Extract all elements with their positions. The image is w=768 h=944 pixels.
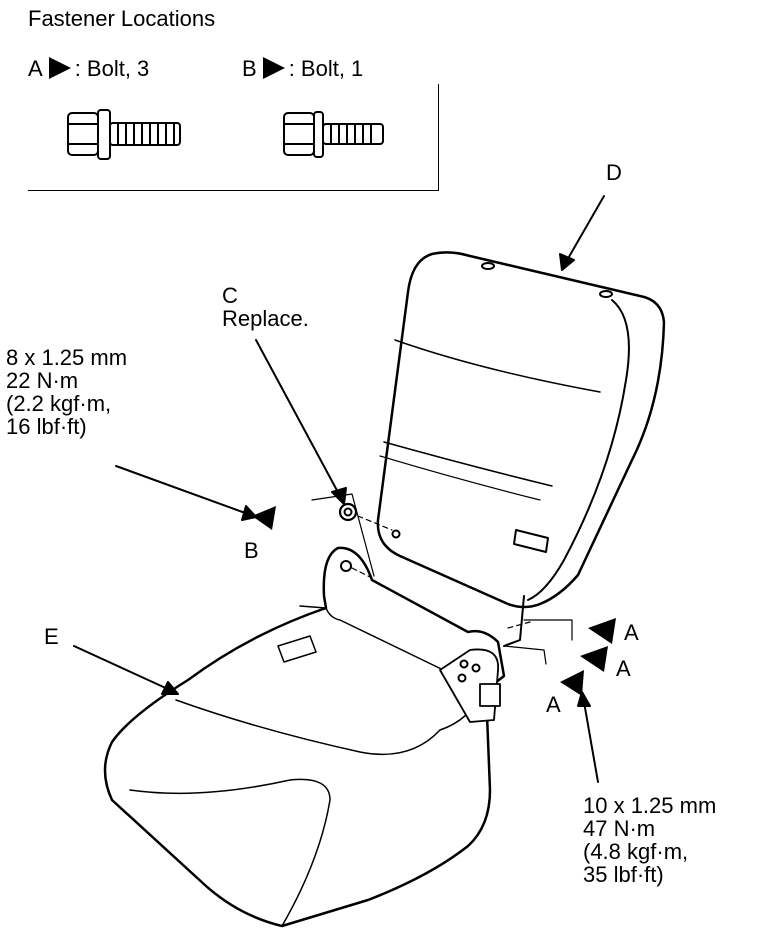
fastener-a-marker-icon [560,670,584,696]
bolt-b-leader-box [311,493,375,577]
seat-cushion [103,546,506,928]
legend-title: Fastener Locations [28,6,216,31]
spec-b-torque-kgf: (2.2 kgf·m, [6,391,112,416]
spec-a-size: 10 x 1.25 mm [583,793,717,818]
callout-c-letter: C [222,283,238,308]
legend-item-a: A : Bolt, 3 [28,56,149,82]
torque-spec-a: 10 x 1.25 mm 47 N·m (4.8 kgf·m, 35 lbf·f… [583,794,716,886]
leader-c-arrow [255,339,347,505]
fastener-a-marker-icon [580,646,608,672]
fastener-triangle-icon [262,57,285,79]
callout-c-note: Replace. [222,306,309,331]
fastener-b-marker-icon [252,506,276,530]
seat-back [376,251,666,647]
leader-e-arrow [73,645,179,695]
legend-box [28,84,439,191]
legend-a-letter: A [28,56,43,81]
legend-a-text: : Bolt, 3 [74,56,150,81]
marker-a-label-1: A [624,620,639,645]
fastener-triangle-icon [48,57,71,79]
legend-item-b: B : Bolt, 1 [242,56,363,82]
nut-c-icon [338,502,358,522]
legend-b-text: : Bolt, 1 [288,56,364,81]
fastener-a-marker-icon [588,618,616,644]
spec-b-torque-nm: 22 N·m [6,368,79,393]
spec-a-torque-kgf: (4.8 kgf·m, [583,839,689,864]
legend-b-letter: B [242,56,257,81]
leader-spec-a-arrow [577,691,599,783]
spec-a-torque-nm: 47 N·m [583,816,656,841]
callout-d: D [606,160,622,185]
bolt-a-leader-box [503,619,573,665]
leader-spec-b-arrow [115,465,257,521]
bolt-a-icon [67,109,181,160]
spec-b-size: 8 x 1.25 mm [6,345,128,370]
marker-a-label-3: A [546,692,561,717]
marker-a-label-2: A [616,656,631,681]
bolt-b-icon [283,111,384,158]
marker-b-label: B [244,538,259,563]
leader-d-arrow [559,195,605,271]
spec-a-torque-lbf: 35 lbf·ft) [583,862,664,887]
alignment-guides [351,515,531,629]
torque-spec-b: 8 x 1.25 mm 22 N·m (2.2 kgf·m, 16 lbf·ft… [6,346,127,438]
callout-e: E [44,624,59,649]
spec-b-torque-lbf: 16 lbf·ft) [6,414,87,439]
callout-c: C Replace. [222,284,309,330]
